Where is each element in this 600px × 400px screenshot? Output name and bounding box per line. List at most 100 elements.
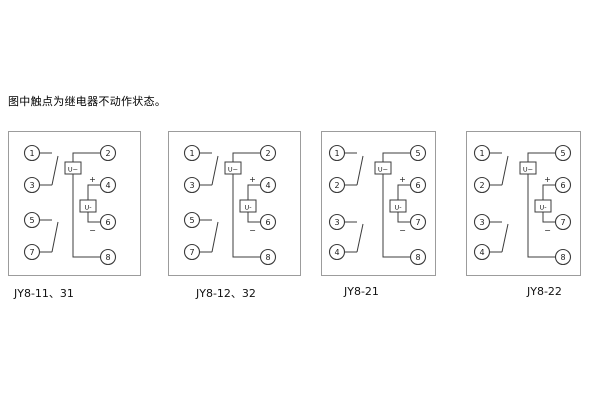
terminal	[259, 248, 277, 266]
terminal-number: 3	[29, 181, 34, 190]
terminal	[328, 213, 346, 231]
terminal	[183, 176, 201, 194]
wiring-diagram: U~ U- + − 1 2 3 4 5 6 7 8	[466, 131, 581, 276]
terminal-number: 5	[415, 149, 420, 158]
ac-coil-wire	[382, 152, 411, 258]
model-label: JY8-21	[344, 285, 379, 298]
terminal-number: 7	[189, 248, 194, 257]
diagram-border	[321, 131, 436, 276]
terminal-number: 4	[479, 248, 484, 257]
terminal-number: 6	[560, 181, 565, 190]
ac-voltage-element-label: U~	[68, 166, 78, 174]
plus-sign: +	[249, 175, 256, 184]
terminal-number: 2	[265, 149, 270, 158]
terminals: 1 3 5 7 2 4 6 8	[23, 144, 117, 266]
terminal-number: 7	[560, 218, 565, 227]
terminal	[23, 176, 41, 194]
diagram-jy8-11-31: U~ U- + − 1 3 5 7 2 4 6 8	[8, 131, 141, 300]
model-label: JY8-12、32	[196, 287, 256, 300]
wiring-diagram: U~ U- + − 1 3 5 7 2 4 6 8	[168, 131, 301, 276]
ac-voltage-element-box	[374, 161, 392, 175]
terminal-number: 8	[105, 253, 110, 262]
ac-coil-wire	[232, 152, 261, 258]
contact-upper	[199, 152, 219, 186]
terminal-number: 6	[265, 218, 270, 227]
ac-coil-wire	[527, 152, 556, 258]
terminal-number: 1	[479, 149, 484, 158]
terminal	[473, 243, 491, 261]
terminal-number: 3	[334, 218, 339, 227]
diagram-jy8-21: U~ U- + − 1 2 3 4 5 6 7 8	[321, 131, 436, 298]
terminal	[328, 176, 346, 194]
terminal	[328, 243, 346, 261]
terminal	[409, 248, 427, 266]
dc-supply-element-box	[534, 199, 552, 213]
ac-coil-wire	[72, 152, 101, 258]
ac-voltage-element-label: U~	[228, 166, 238, 174]
terminal-number: 8	[560, 253, 565, 262]
terminal	[473, 213, 491, 231]
terminal	[183, 144, 201, 162]
terminal-number: 3	[189, 181, 194, 190]
ac-voltage-element-box	[64, 161, 82, 175]
diagram-border	[168, 131, 301, 276]
dc-supply-element-label: U-	[394, 204, 402, 212]
terminal	[259, 144, 277, 162]
terminal-number: 1	[334, 149, 339, 158]
terminal-number: 8	[265, 253, 270, 262]
terminal	[23, 144, 41, 162]
terminal	[554, 213, 572, 231]
terminal-number: 3	[479, 218, 484, 227]
terminal	[183, 211, 201, 229]
dc-supply-element-label: U-	[539, 204, 547, 212]
terminals: 1 3 5 7 2 4 6 8	[183, 144, 277, 266]
terminal-number: 6	[105, 218, 110, 227]
terminal	[554, 144, 572, 162]
wiring-diagram: U~ U- + − 1 3 5 7 2 4 6 8	[8, 131, 141, 276]
plus-sign: +	[89, 175, 96, 184]
ac-voltage-element-box	[519, 161, 537, 175]
ac-voltage-element-label: U~	[378, 166, 388, 174]
model-label: JY8-11、31	[14, 287, 74, 300]
terminal	[409, 213, 427, 231]
contact-upper	[344, 152, 364, 186]
terminal-number: 2	[479, 181, 484, 190]
ac-voltage-element-box	[224, 161, 242, 175]
dc-supply-wire	[542, 184, 556, 223]
minus-sign: −	[544, 226, 551, 235]
dc-supply-wire	[87, 184, 101, 223]
minus-sign: −	[399, 226, 406, 235]
diagram-jy8-12-32: U~ U- + − 1 3 5 7 2 4 6 8	[168, 131, 301, 300]
wiring-diagram: U~ U- + − 1 2 3 4 5 6 7 8	[321, 131, 436, 276]
terminal-number: 2	[334, 181, 339, 190]
terminal	[183, 243, 201, 261]
terminal	[473, 176, 491, 194]
terminal-number: 5	[189, 216, 194, 225]
terminals: 1 2 3 4 5 6 7 8	[328, 144, 427, 266]
figure-caption: 图中触点为继电器不动作状态。	[8, 95, 167, 108]
terminals: 1 2 3 4 5 6 7 8	[473, 144, 572, 266]
dc-supply-wire	[397, 184, 411, 223]
terminal-number: 1	[189, 149, 194, 158]
terminal-number: 1	[29, 149, 34, 158]
minus-sign: −	[89, 226, 96, 235]
terminal-number: 4	[265, 181, 270, 190]
terminal	[554, 176, 572, 194]
dc-supply-element-box	[79, 199, 97, 213]
terminal	[99, 213, 117, 231]
contact-upper	[489, 152, 509, 186]
contact-lower	[344, 221, 364, 253]
dc-supply-element-box	[239, 199, 257, 213]
terminal-number: 4	[105, 181, 110, 190]
terminal	[473, 144, 491, 162]
dc-supply-element-box	[389, 199, 407, 213]
terminal	[554, 248, 572, 266]
contact-lower	[39, 219, 59, 253]
minus-sign: −	[249, 226, 256, 235]
terminal	[259, 213, 277, 231]
contact-upper	[39, 152, 59, 186]
diagram-border	[8, 131, 141, 276]
terminal-number: 2	[105, 149, 110, 158]
plus-sign: +	[399, 175, 406, 184]
